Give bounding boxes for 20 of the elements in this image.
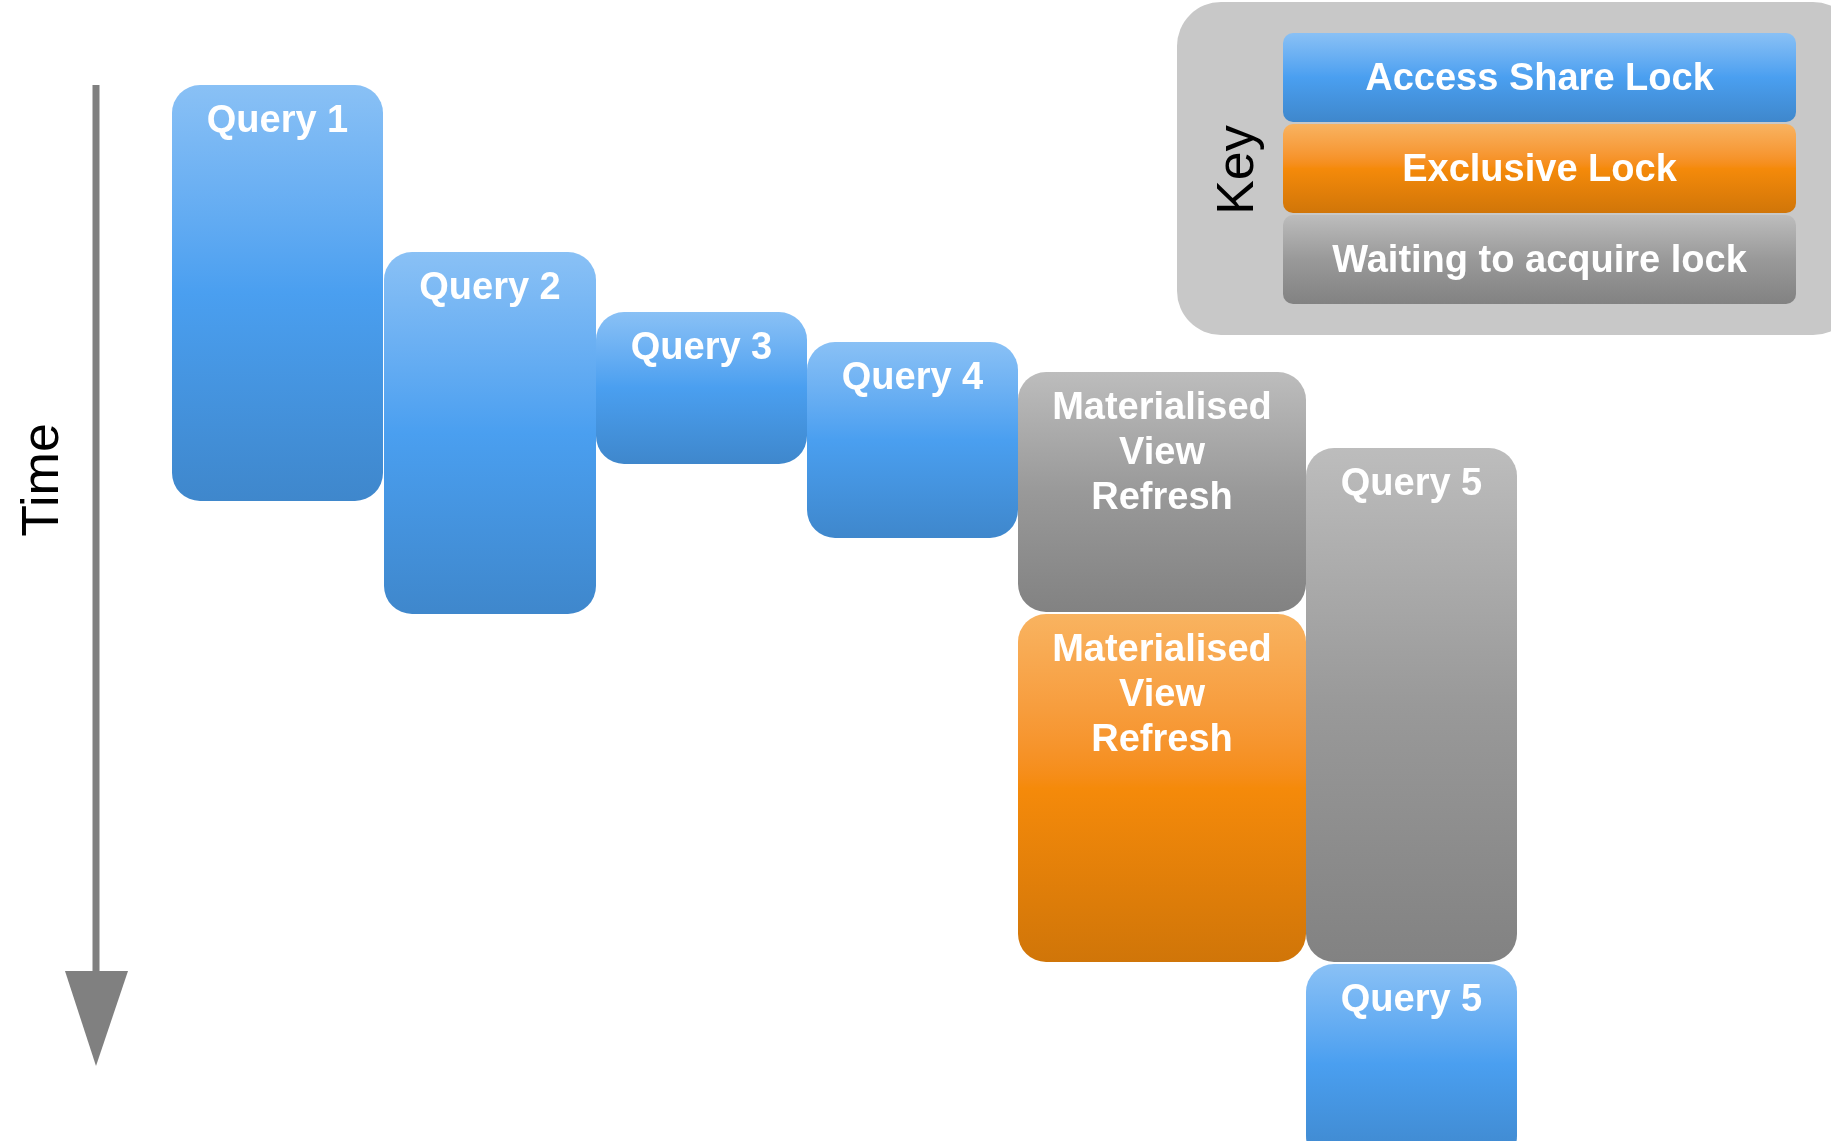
query-block (1018, 614, 1306, 962)
legend-entry: Waiting to acquire lock (1283, 215, 1796, 304)
legend-entry: Exclusive Lock (1283, 124, 1796, 213)
query-block (1306, 448, 1517, 962)
block-label: Query 3 (630, 324, 773, 369)
block-label: Query 5 (1340, 460, 1483, 505)
block-label: Materialised View Refresh (1051, 626, 1273, 761)
block-label: Query 5 (1340, 976, 1483, 1021)
query-block (1018, 372, 1306, 612)
block-label: Query 2 (419, 264, 561, 309)
legend-entry: Access Share Lock (1283, 33, 1796, 122)
query-block (384, 252, 596, 614)
block-label: Query 1 (206, 97, 349, 142)
block-label: Query 4 (841, 354, 984, 399)
axis-label: Time (14, 423, 66, 537)
query-block (1306, 964, 1517, 1141)
query-block (807, 342, 1018, 538)
query-block (172, 85, 383, 501)
block-label: Materialised View Refresh (1051, 384, 1273, 519)
query-block (596, 312, 807, 464)
